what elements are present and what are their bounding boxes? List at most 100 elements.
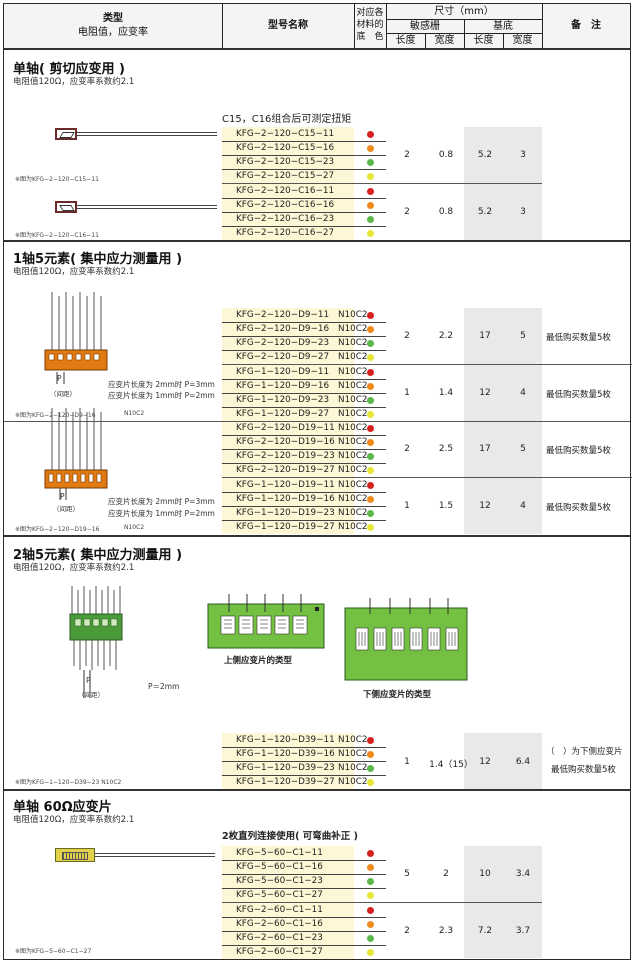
pitch-note-1mm: 应变片长度为 1mm时 P=2mm [108, 509, 215, 518]
row-rule [222, 520, 386, 521]
red-dot-icon [367, 312, 374, 319]
remark-min-qty: 最低购买数量5枚 [546, 390, 611, 400]
orange-dot-icon [367, 751, 374, 758]
grid-width: 2.5 [438, 444, 454, 454]
row-rule [222, 463, 386, 464]
yellow-dot-icon [367, 779, 374, 786]
section-divider [4, 48, 630, 50]
caption-d39: ※图为KFG−1−120−D39−23 N10C2 [15, 779, 122, 786]
group-rule [222, 183, 542, 184]
yellow-dot-icon [367, 230, 374, 237]
row-rule [222, 775, 386, 776]
orange-dot-icon [367, 326, 374, 333]
group-rule [222, 477, 632, 478]
base-width: 5 [520, 444, 526, 454]
grid-length: 5 [404, 869, 410, 879]
orange-dot-icon [367, 202, 374, 209]
model-row: KFG−2−120−C16−16 [222, 198, 354, 212]
model-row: KFG−5−60−C1−16 [222, 860, 354, 874]
upper-gauge-board-image [207, 594, 325, 649]
group-rule [222, 364, 632, 365]
base-length: 5.2 [477, 150, 493, 160]
section-divider [4, 789, 630, 791]
yellow-dot-icon [367, 949, 374, 956]
group-note-torque: C15，C16组合后可测定扭矩 [222, 114, 352, 125]
header-divider [222, 4, 223, 48]
base-width: 4 [520, 501, 526, 511]
red-dot-icon [367, 482, 374, 489]
lead-wire [95, 853, 215, 854]
yellow-dot-icon [367, 467, 374, 474]
gauge-d9-image [44, 292, 108, 384]
remark-min-qty: 最低购买数量5枚 [546, 446, 611, 456]
orange-dot-icon [367, 496, 374, 503]
row-rule [222, 435, 386, 436]
row-rule [222, 322, 386, 323]
row-rule [222, 874, 386, 875]
section-sub-1axis5: 电阻值120Ω，应变率系数约2.1 [13, 267, 135, 277]
row-rule [222, 492, 386, 493]
base-length: 12 [479, 388, 491, 398]
row-rule [222, 449, 386, 450]
pitch-sub: （间距） [50, 390, 76, 398]
model-row: KFG−5−60−C1−27 [222, 888, 354, 902]
grid-length: 2 [404, 150, 410, 160]
yellow-dot-icon [367, 892, 374, 899]
section-title-1axis5: 1轴5元素( 集中应力测量用 ) [13, 252, 183, 267]
row-rule [222, 945, 386, 946]
grid-width: 0.8 [438, 207, 454, 217]
base-width: 4 [520, 388, 526, 398]
orange-dot-icon [367, 439, 374, 446]
base-width: 3 [520, 150, 526, 160]
header-material-1: 对应各 [356, 8, 384, 18]
base-column-shading [464, 733, 542, 789]
section-title-shear: 单轴( 剪切应变用 ) [13, 62, 125, 77]
orange-dot-icon [367, 383, 374, 390]
green-dot-icon [367, 397, 374, 404]
grid-width: 1.4 [438, 388, 454, 398]
grid-width: 2.3 [438, 926, 454, 936]
shear-gauge-c16-image [55, 201, 77, 213]
green-dot-icon [367, 878, 374, 885]
yellow-dot-icon [367, 354, 374, 361]
header-base-length: 长度 [473, 35, 494, 46]
model-row: KFG−5−60−C1−11 [222, 846, 354, 860]
pitch-note-1mm: 应变片长度为 1mm时 P=2mm [108, 391, 215, 400]
grid-length: 2 [404, 207, 410, 217]
remark-min-qty: 最低购买数量5枚 [551, 765, 616, 775]
header-divider [425, 33, 426, 48]
model-row: KFG−2−60−C1−11 [222, 903, 354, 917]
grid-width: 1.4（15） [429, 760, 473, 770]
gauge-d39-image [69, 586, 123, 698]
grid-width: 1.5 [438, 501, 454, 511]
row-rule [222, 407, 386, 408]
header-grid: 敏感栅 [410, 21, 440, 32]
gauge-d19-image [44, 408, 108, 500]
model-row: KFG−2−120−C16−27 [222, 226, 354, 240]
section-sub-60ohm: 电阻值120Ω，应变率系数约2.1 [13, 815, 135, 825]
row-rule [222, 226, 386, 227]
pitch-label: P [60, 492, 65, 501]
base-width: 5 [520, 331, 526, 341]
pitch-sub: （间距） [78, 691, 104, 699]
red-dot-icon [367, 131, 374, 138]
lead-wire [95, 856, 215, 857]
caption-c15: ※图为KFG−2−120−C15−11 [15, 176, 99, 183]
model-row: KFG−2−120−C15−27 [222, 169, 354, 183]
header-divider [386, 19, 542, 20]
row-rule [222, 141, 386, 142]
green-dot-icon [367, 216, 374, 223]
remark-lower-gauge: （ ）为下侧应变片 [546, 747, 623, 757]
gauge-60ohm-image [55, 848, 95, 862]
model-row: KFG−2−120−C15−23 [222, 155, 354, 169]
header-base-width: 宽度 [512, 35, 533, 46]
